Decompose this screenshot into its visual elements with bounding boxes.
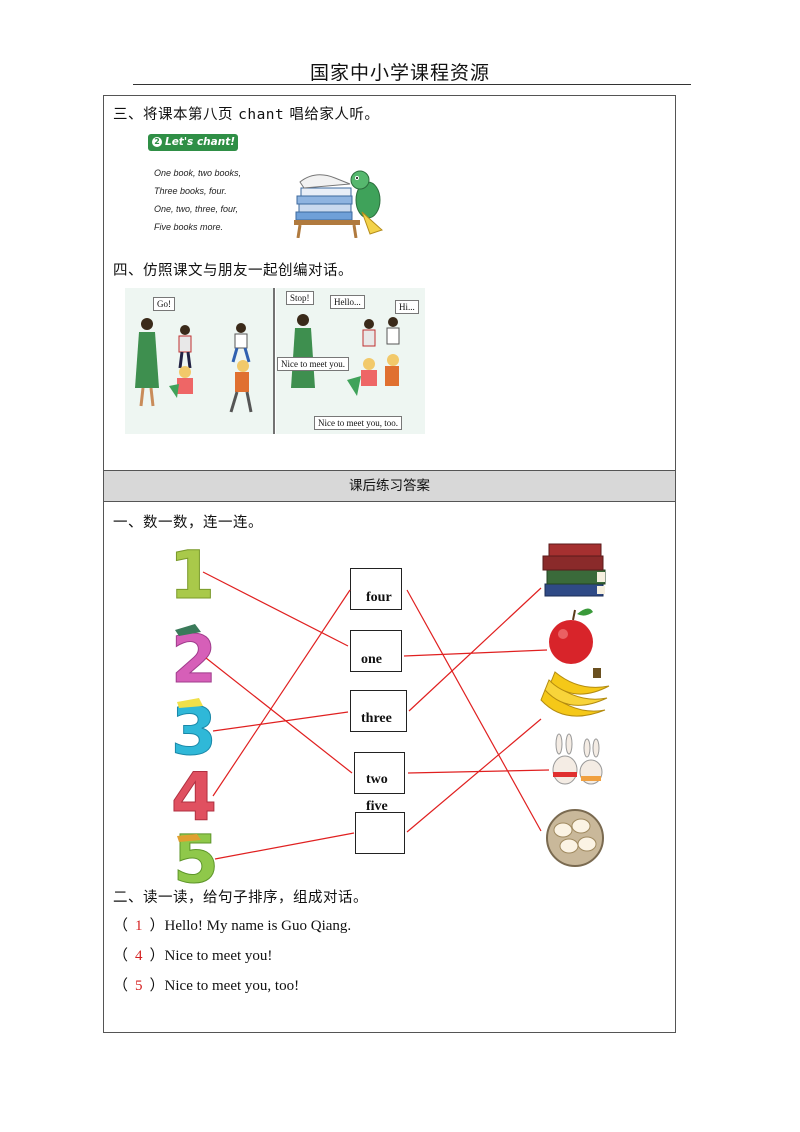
eggs-icon	[546, 809, 604, 867]
number-four-figure: 4	[171, 759, 217, 836]
paren-open: （	[113, 948, 129, 964]
match-line	[403, 649, 548, 657]
chant-line: Three books, four.	[154, 186, 227, 196]
header-rule	[133, 84, 691, 85]
ordering-item: （ 4 ）Nice to meet you!	[113, 944, 272, 965]
ordering-text: Hello! My name is Guo Qiang.	[164, 918, 352, 934]
match-line	[212, 589, 351, 797]
match-line	[406, 589, 542, 832]
answers-section-header: 课后练习答案	[104, 470, 675, 502]
word-three: three	[361, 711, 392, 726]
match-line	[205, 657, 353, 774]
section3-heading-suffix: 唱给家人听。	[284, 107, 380, 123]
paren-close: ）	[149, 948, 165, 964]
ordering-number: 1	[135, 918, 143, 934]
word-box	[350, 568, 402, 610]
matching-heading: 一、数一数，连一连。	[113, 515, 263, 531]
speech-bubble: Go!	[153, 297, 175, 311]
ordering-heading: 二、读一读，给句子排序，组成对话。	[113, 890, 368, 906]
word-four: four	[366, 590, 392, 605]
ordering-item: （ 1 ）Hello! My name is Guo Qiang.	[113, 914, 351, 935]
match-line	[214, 832, 355, 860]
ordering-text: Nice to meet you, too!	[164, 978, 300, 994]
page-header-title: 国家中小学课程资源	[309, 62, 490, 84]
paren-open: （	[113, 918, 129, 934]
word-box	[354, 752, 405, 794]
dialogue-illustration	[125, 288, 425, 434]
match-line	[408, 587, 542, 712]
speech-bubble: Hi...	[395, 300, 419, 314]
chant-line: Five books more.	[154, 222, 224, 232]
ordering-text: Nice to meet you!	[164, 948, 273, 964]
number-five-figure: 5	[173, 821, 217, 888]
word-five: five	[366, 799, 388, 814]
match-line	[212, 711, 349, 732]
section4-heading: 四、仿照课文与朋友一起创编对话。	[113, 263, 353, 279]
rabbits-icon	[552, 733, 603, 785]
badge-number: 2	[152, 137, 162, 147]
word-box	[355, 812, 405, 854]
match-line	[202, 571, 349, 647]
chant-line: One, two, three, four,	[154, 204, 239, 214]
paren-close: ）	[149, 918, 165, 934]
books-icon	[542, 543, 606, 597]
paren-close: ）	[149, 978, 165, 994]
matching-pictures	[540, 543, 610, 867]
speech-bubble: Stop!	[286, 291, 314, 305]
badge-label: Let's chant!	[165, 136, 236, 148]
word-two: two	[366, 772, 388, 787]
books-and-turtle-illustration	[294, 170, 383, 238]
speech-bubble: Nice to meet you, too.	[314, 416, 402, 430]
ordering-number: 4	[135, 948, 143, 964]
cartoon-numbers: 1 2 3 4 5	[169, 538, 218, 888]
number-one-figure: 1	[169, 538, 215, 614]
paren-open: （	[113, 978, 129, 994]
hat-icon	[175, 624, 201, 636]
ordering-number: 5	[135, 978, 143, 994]
section3-heading-word: chant	[238, 107, 285, 123]
speech-bubble: Hello...	[330, 295, 365, 309]
cap-icon	[177, 698, 203, 708]
hat-icon	[177, 834, 201, 842]
word-box	[350, 630, 402, 672]
chant-line: One book, two books,	[154, 168, 242, 178]
number-two-figure: 2	[171, 621, 217, 698]
word-box	[350, 690, 407, 732]
section3-heading-prefix: 三、将课本第八页	[113, 107, 239, 123]
ordering-item: （ 5 ）Nice to meet you, too!	[113, 974, 299, 995]
bananas-icon	[540, 668, 610, 717]
apple-icon	[549, 608, 593, 664]
section3-heading: 三、将课本第八页 chant 唱给家人听。	[113, 103, 379, 124]
speech-bubble: Nice to meet you.	[277, 357, 349, 371]
match-line	[406, 718, 542, 833]
word-one: one	[361, 652, 382, 667]
worksheet-frame	[103, 95, 676, 1033]
